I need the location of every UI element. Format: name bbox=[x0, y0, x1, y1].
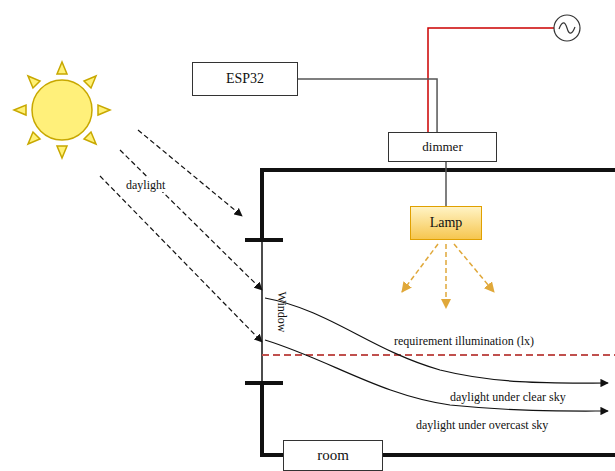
mains-wire bbox=[428, 28, 554, 132]
sun-symbol bbox=[14, 62, 110, 158]
requirement-label: requirement illumination (lx) bbox=[392, 334, 536, 348]
overcast-sky-label: daylight under overcast sky bbox=[414, 418, 550, 432]
node-text: ESP32 bbox=[226, 71, 264, 87]
signal-wire bbox=[445, 162, 447, 206]
node-text: dimmer bbox=[422, 139, 462, 155]
daylight-ray bbox=[100, 130, 262, 342]
room-label-box: room bbox=[283, 440, 383, 471]
node-text: room bbox=[317, 447, 349, 464]
ac-source bbox=[554, 15, 580, 41]
controller-box: ESP32 bbox=[192, 62, 298, 96]
node-text: Lamp bbox=[430, 215, 463, 231]
clear-sky-label: daylight under clear sky bbox=[448, 390, 568, 404]
requirement-line bbox=[262, 354, 615, 356]
room-wall bbox=[245, 170, 615, 455]
window-label: Window bbox=[275, 290, 289, 335]
lamp-box: Lamp bbox=[410, 206, 482, 240]
overcast-sky-curve bbox=[265, 340, 608, 411]
clear-sky-curve bbox=[265, 298, 608, 383]
daylight-label: daylight bbox=[124, 178, 167, 192]
lamp-light bbox=[402, 244, 494, 308]
dimmer-box: dimmer bbox=[388, 132, 497, 162]
signal-wire bbox=[298, 79, 437, 132]
